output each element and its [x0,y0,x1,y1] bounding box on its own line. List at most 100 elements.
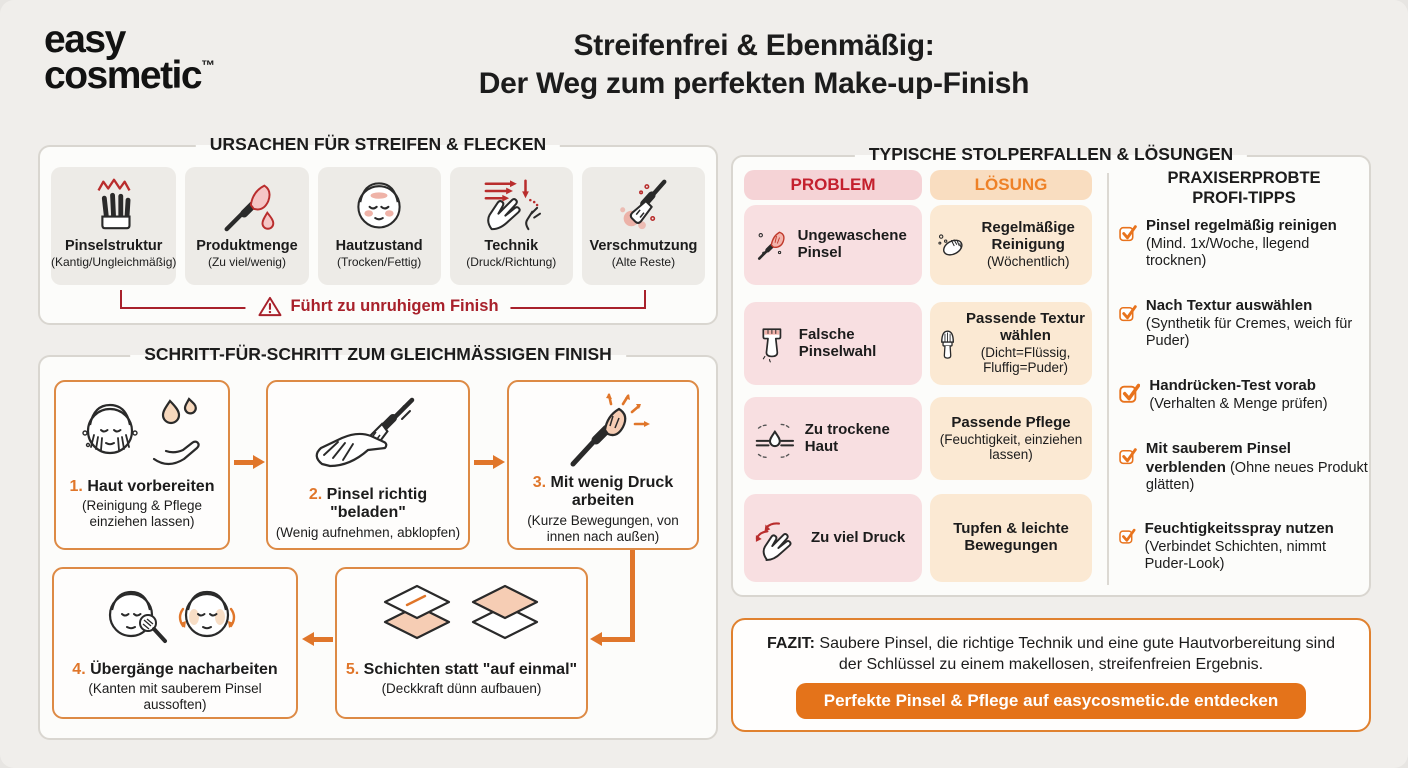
checkbox-check-icon [1119,225,1137,242]
steps-panel: SCHRITT-FÜR-SCHRITT ZUM GLEICHMÄSSIGEN F… [38,344,718,740]
cause-label: Hautzustand [335,238,423,254]
tip-bold: Handrücken-Test vorab [1149,377,1316,394]
cause-sub: (Zu viel/wenig) [207,255,286,269]
dry-skin-icon [755,423,795,458]
cause-label: Produktmenge [196,238,298,254]
step-box-5: 5. Schichten statt "auf einmal" (Deckkra… [335,567,588,719]
problem-cell-1: Ungewaschene Pinsel [744,205,922,285]
arrow-step1-to-step2 [234,455,265,469]
cause-tile-pinselstruktur: Pinselstruktur (Kantig/Ungleichmäßig) [51,167,177,285]
step-box-1: 1. Haut vorbereiten (Reinigung & Pflege … [54,380,230,550]
problem-text: Ungewaschene Pinsel [797,227,907,261]
problem-cell-3: Zu trockene Haut [744,397,922,480]
brush-drop-icon [224,184,275,232]
causes-tiles: Pinselstruktur (Kantig/Ungleichmäßig) Pr… [51,167,706,285]
step-title: Schichten statt "auf einmal" [363,661,578,678]
causes-panel: URSACHEN FÜR STREIFEN & FLECKEN Pinselst… [38,134,718,325]
tip-rest: (Verbindet Schichten, nimmt Puder-Look) [1144,538,1326,573]
pitfalls-heading: TYPISCHE STOLPERFALLEN & LÖSUNGEN [854,144,1248,165]
step-sub: (Kurze Bewegungen, von innen nach außen) [527,512,679,544]
step-sub: (Reinigung & Pflege einziehen lassen) [81,498,203,530]
face-patches-icon [357,182,401,229]
solution-cell-4: Tupfen & leichte Bewegungen [930,494,1092,582]
solution-text: Tupfen & leichte Bewegungen [953,520,1069,554]
step-sub: (Wenig aufnehmen, abklopfen) [275,524,461,540]
tip-bold: Feuchtigkeitsspray nutzen [1144,520,1334,537]
step-box-4: 4. Übergänge nacharbeiten (Kanten mit sa… [52,567,298,719]
tip-item-3: Handrücken-Test vorab (Verhalten & Menge… [1119,377,1369,413]
page-title: Streifenfrei & Ebenmäßig: Der Weg zum pe… [478,29,1030,101]
checkbox-check-icon [1119,448,1137,465]
cause-tile-verschmutzung: Verschmutzung (Alte Reste) [581,167,706,285]
cause-tile-hautzustand: Hautzustand (Trocken/Fettig) [317,167,441,285]
problem-text: Falsche Pinselwahl [798,325,877,360]
causes-heading: URSACHEN FÜR STREIFEN & FLECKEN [195,134,561,155]
flat-paintbrush-icon [762,327,782,362]
problem-cell-2: Falsche Pinselwahl [744,302,922,385]
fazit-text: Saubere Pinsel, die richtige Technik und… [819,635,1336,674]
cause-sub: (Trocken/Fettig) [337,255,422,269]
profi-tipps-section: PRAXISERPROBTE PROFI-TIPPS Pinsel regelm… [1119,169,1369,572]
cause-sub: (Kantig/Ungleichmäßig) [51,255,177,269]
step-title: Übergänge nacharbeiten [90,661,278,678]
cause-label: Pinselstruktur [64,238,163,254]
tip-rest: (Ohne neues Produkt glätten) [1145,459,1368,494]
step-box-2: 2. Pinsel richtig "beladen" (Wenig aufne… [266,380,470,550]
step-sub: (Kanten mit sauberem Pinsel aussoften) [88,681,262,713]
step-number: 2. [308,486,323,503]
steps-heading: SCHRITT-FÜR-SCHRITT ZUM GLEICHMÄSSIGEN F… [130,344,626,365]
tip-rest: (Verhalten & Menge prüfen) [1149,395,1328,412]
cta-button[interactable]: Perfekte Pinsel & Pflege auf easycosmeti… [795,683,1307,720]
layers-icon [383,584,538,640]
logo-line2: cosmetic [44,54,203,98]
cause-sub: (Druck/Richtung) [466,255,557,269]
cause-tile-produktmenge: Produktmenge (Zu viel/wenig) [185,167,309,285]
tip-item-4: Mit sauberem Pinsel verblenden (Ohne neu… [1119,440,1369,495]
solution-cell-3: Passende Pflege (Feuchtigkeit, einziehen… [930,397,1092,480]
step-number: 1. [69,478,83,495]
cause-sub: (Alte Reste) [611,255,676,269]
problem-column-header: PROBLEM [744,170,922,200]
step-sub: (Deckkraft dünn aufbauen) [381,681,542,697]
jagged-bristles-icon [97,178,131,230]
load-brush-icon [315,397,415,468]
checkbox-check-icon [1119,383,1141,403]
step-number: 3. [532,474,547,491]
arrow-into-step5 [590,632,635,646]
tip-bold: Mit sauberem Pinsel verblenden [1145,440,1291,476]
tips-divider [1107,173,1109,585]
tip-item-5: Feuchtigkeitsspray nutzen (Verbindet Sch… [1119,520,1369,574]
arrow-step5-to-step4 [302,632,333,646]
step-title: Haut vorbereiten [87,478,215,495]
solution-sub: (Dicht=Flüssig, Fluffig=Puder) [980,345,1071,376]
cause-tile-technik: Technik (Druck/Richtung) [449,167,573,285]
solution-cell-1: Regelmäßige Reinigung (Wöchentlich) [930,205,1092,285]
dirty-brush-icon [620,179,667,230]
tip-item-1: Pinsel regelmäßig reinigen (Mind. 1x/Woc… [1119,217,1369,271]
fazit-box: FAZIT: Saubere Pinsel, die richtige Tech… [731,618,1371,732]
step-box-3: 3. Mit wenig Druck arbeiten (Kurze Beweg… [507,380,699,550]
pitfalls-panel: TYPISCHE STOLPERFALLEN & LÖSUNGEN PROBLE… [731,144,1371,597]
cleaning-brush-icon [938,234,963,256]
logo-line1: easy [44,18,126,61]
brush-motion-icon [570,393,650,467]
solution-cell-2: Passende Textur wählen (Dicht=Flüssig, F… [930,302,1092,385]
cause-label: Verschmutzung [589,238,698,254]
trademark-symbol: ™ [201,57,216,74]
arrow-step2-to-step3 [474,455,505,469]
problem-text: Zu viel Druck [811,528,906,546]
pressure-hand-icon [755,522,792,562]
tip-bold: Pinsel regelmäßig reinigen [1145,217,1337,234]
solution-text: Passende Pflege [951,413,1071,431]
solution-text: Regelmäßige Reinigung [981,219,1075,254]
wash-face-icon [82,397,200,466]
tip-rest: (Mind. 1x/Woche, llegend trocknen) [1145,235,1310,270]
hand-arrows-icon [484,179,542,231]
warning-text: Führt zu unruhigem Finish [290,297,499,315]
solution-sub: (Wöchentlich) [986,254,1070,270]
checkbox-check-icon [1119,305,1137,322]
problem-cell-4: Zu viel Druck [744,494,922,582]
solution-column-header: LÖSUNG [930,170,1092,200]
unwashed-brush-icon [757,231,785,260]
